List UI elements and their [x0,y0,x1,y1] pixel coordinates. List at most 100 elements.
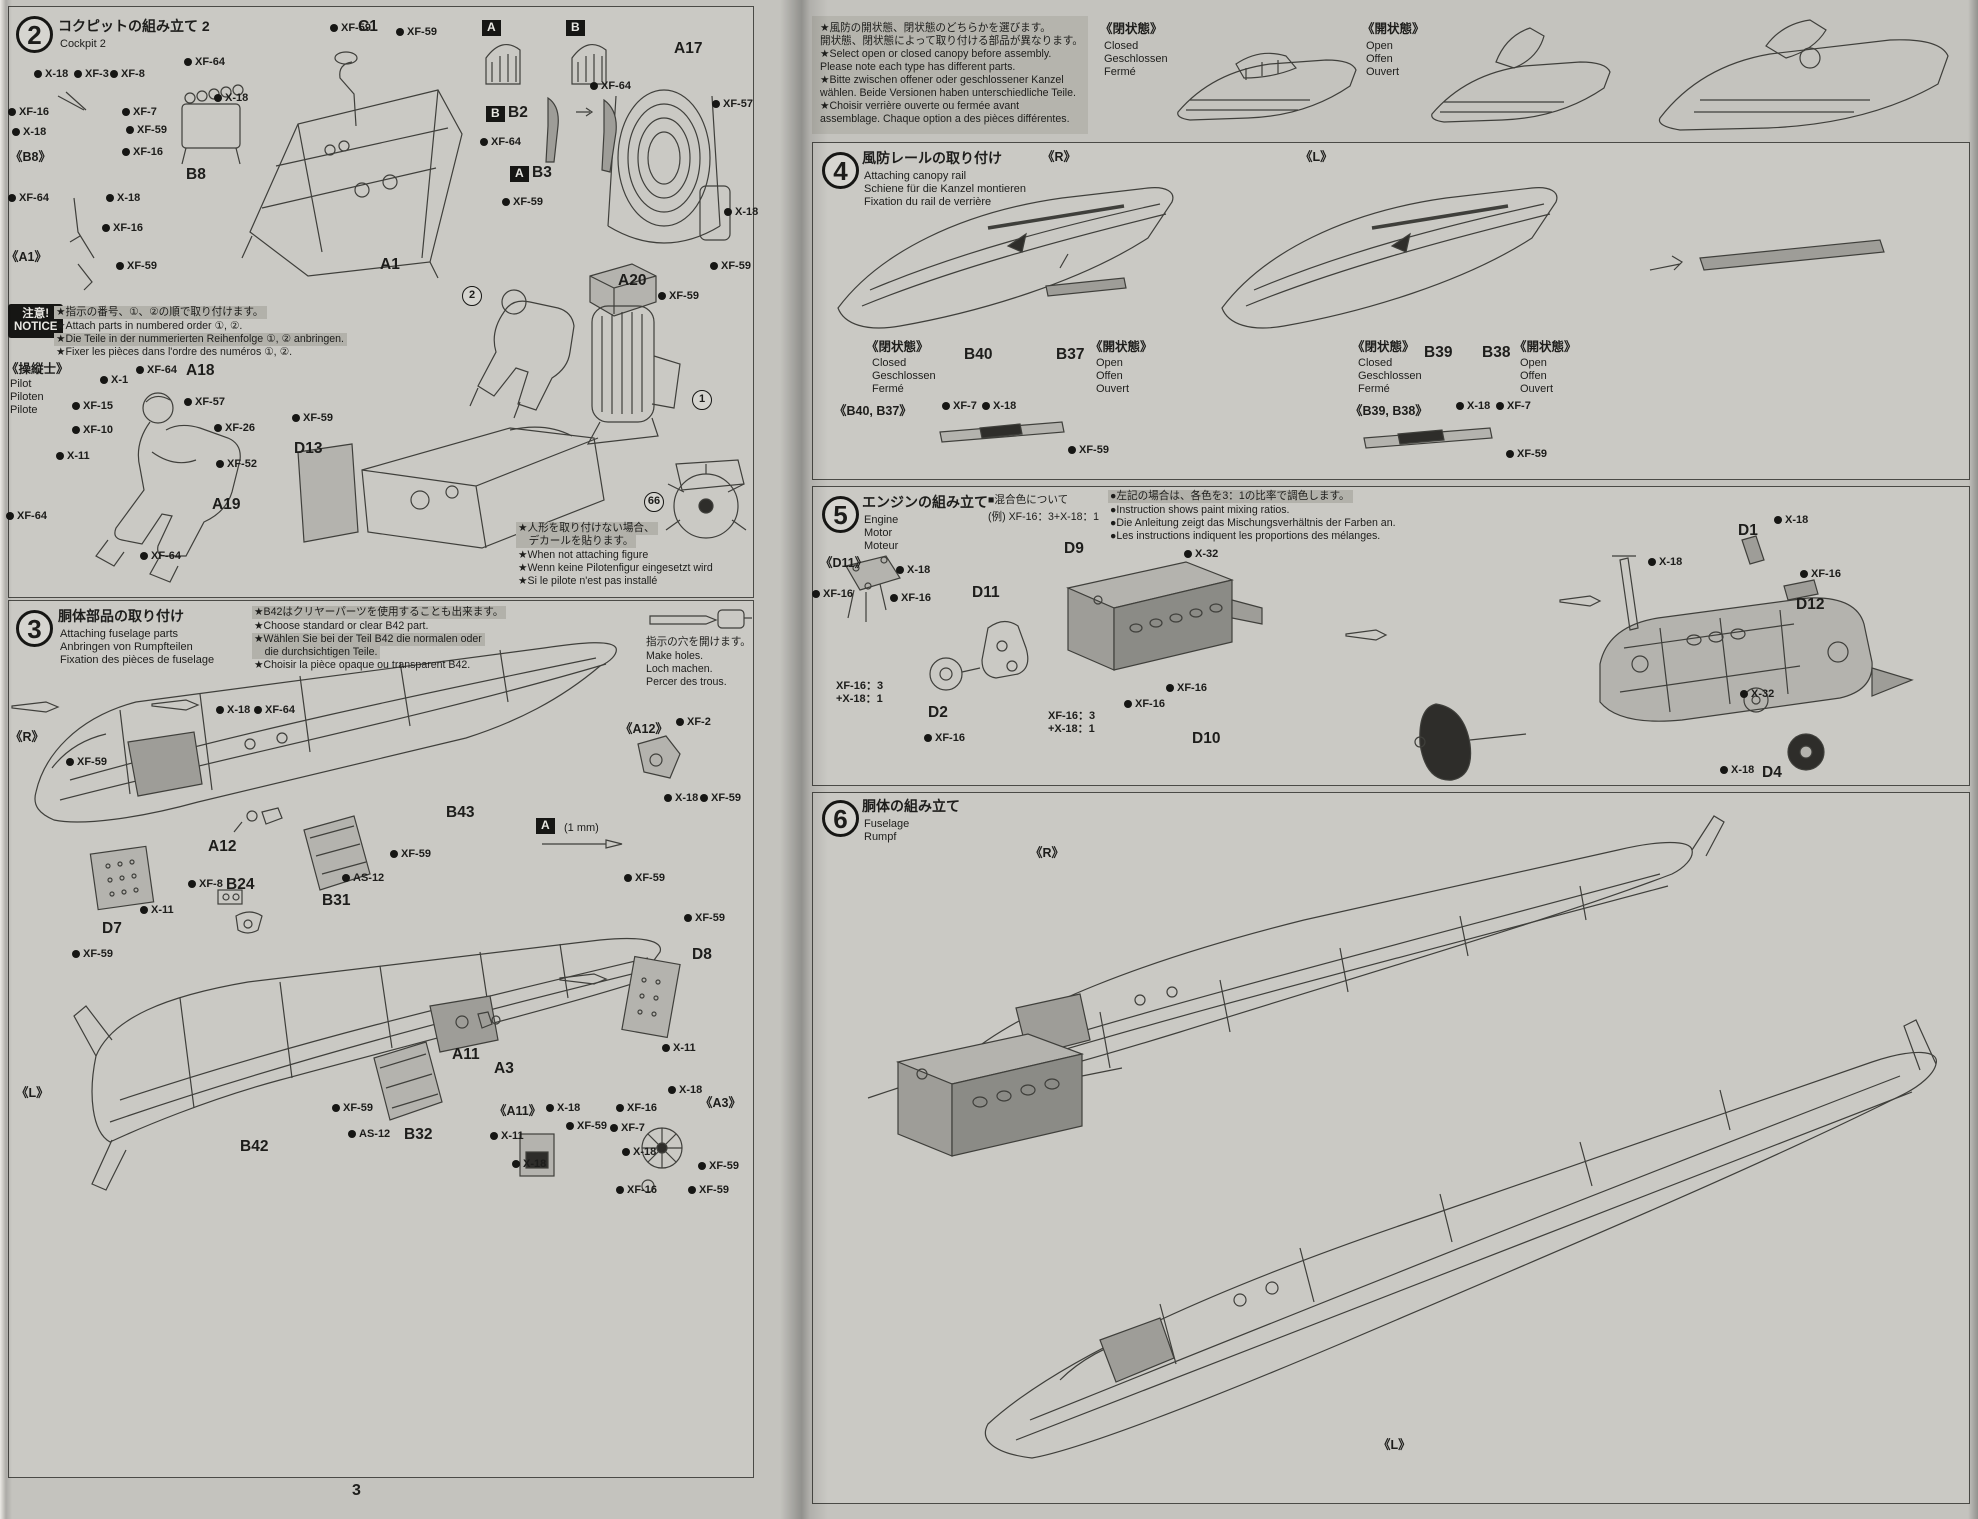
part-number-callout: A1 [380,256,400,273]
part-number-callout: B39 [1424,344,1453,361]
paint-callout: X-11 [56,450,90,463]
note-line: ★Fixer les pièces dans l'ordre des numér… [56,346,293,358]
paint-callout: XF-16 [812,588,853,601]
paint-callout: XF-52 [216,458,257,471]
paint-dot-icon [396,28,404,37]
step-number: 3 [16,610,53,647]
paint-callout: XF-59 [116,260,157,273]
paint-callout: X-18 [668,1084,702,1097]
part-number-callout: D9 [1064,540,1084,557]
part-number-callout: B32 [404,1126,433,1143]
paint-dot-icon [72,426,80,435]
paint-callout: X-18 [106,192,140,205]
paint-dot-icon [122,148,130,157]
paint-callout: XF-64 [480,136,521,149]
paint-callout: AS-12 [348,1128,390,1141]
part-number-callout: B40 [964,346,993,363]
paint-dot-icon [1720,766,1728,775]
assembly-order-number: 1 [692,390,712,410]
part-number-callout: D10 [1192,730,1221,747]
part-number-callout: D2 [928,704,948,721]
note-line: die durchsichtigen Teile. [252,646,381,660]
paint-callout: X-18 [1648,556,1682,569]
part-number-callout: B43 [446,804,475,821]
caption-line: Fermé [1358,383,1390,395]
note-line: デカールを貼ります。 [516,535,637,549]
caption-line: Rumpf [864,831,897,843]
paint-dot-icon [184,58,192,67]
reference-callout: 《D11》 [820,556,868,570]
paint-dot-icon [616,1186,624,1195]
paint-dot-icon [110,70,118,79]
paint-dot-icon [72,402,80,411]
paint-callout: X-11 [662,1042,696,1055]
paint-dot-icon [624,874,632,883]
paint-callout: X-11 [490,1130,524,1143]
note-line: ★Die Teile in der nummerierten Reihenfol… [54,333,347,347]
paint-callout: XF-59 [688,1184,729,1197]
note-line: Make holes. [646,650,704,662]
paint-dot-icon [1774,516,1782,525]
paint-callout: XF-64 [254,704,295,717]
part-number-callout: D13 [294,440,323,457]
paint-dot-icon [1456,402,1464,411]
paint-dot-icon [1648,558,1656,567]
note-line: ★Choose standard or clear B42 part. [254,620,429,632]
panel-b32-illustration [373,1041,443,1121]
paint-callout: XF-16 [1800,568,1841,581]
paint-callout: XF-59 [684,912,725,925]
paint-callout: XF-8 [110,68,145,81]
note-line: ★Choisir verrière ouverte ou fermée avan… [820,100,1020,112]
ref-a12-part-illustration [637,735,681,779]
caption-line: Closed [1104,40,1139,52]
part-number-callout: B37 [1056,346,1085,363]
note-line: ★Wenn keine Pilotenfigur eingesetzt wird [518,562,713,574]
caption-line: Closed [872,357,907,369]
part-number-callout: B24 [226,876,255,893]
paint-dot-icon [698,1162,706,1171]
version-letter-box: B [486,106,505,122]
paint-callout: XF-16 [122,146,163,159]
paint-dot-icon [214,94,222,103]
paint-dot-icon [140,906,148,915]
reference-callout: 《A12》 [620,722,668,736]
part-number-callout: A18 [186,362,215,379]
reference-callout: 《開状態》 [1362,22,1425,36]
part-number-callout: B2 [508,104,528,121]
part-b24-illustration [217,889,263,934]
paint-dot-icon [480,138,488,147]
paint-callout: XF-59 [72,948,113,961]
paint-dot-icon [1124,700,1132,709]
paint-dot-icon [662,1044,670,1053]
paint-dot-icon [330,24,338,33]
paint-dot-icon [72,950,80,959]
reference-callout: 《開状態》 [1514,340,1577,354]
open-canopy-illustration [1431,27,1611,123]
caption-line: Ouvert [1096,383,1130,395]
caption-line: Fixation des pièces de fuselage [60,654,215,666]
paint-callout: XF-3 [74,68,109,81]
engine-installed-illustration [867,1033,1123,1157]
paint-callout: XF-59 [396,26,437,39]
caption-line: Offen [1096,370,1123,382]
paint-callout: X-18 [214,92,248,105]
canopy-rail-left-fuselage-illustration [1221,187,1885,329]
note-line: ★風防の開状態、閉状態のどちらかを選びます。 [820,22,1051,34]
seated-pilot-illustration [469,289,575,419]
paint-dot-icon [890,594,898,603]
note-line: ●左記の場合は、各色を3：1の比率で調色します。 [1108,490,1353,504]
paint-dot-icon [502,198,510,207]
caption-line: Piloten [10,391,44,403]
caption-line: Fermé [872,383,904,395]
fuselage-left-half-illustration [11,701,661,1191]
paint-dot-icon [924,734,932,743]
caption-line: Attaching canopy rail [864,170,967,182]
paint-dot-icon [710,262,718,271]
ref-a3-fan-illustration [641,1127,683,1193]
notice-badge: 注意! NOTICE [8,304,64,339]
paint-callout: XF-10 [72,424,113,437]
paint-dot-icon [126,126,134,135]
note-line: ★Wählen Sie bei der Teil B42 die normale… [252,633,485,647]
paint-callout: XF-7 [122,106,157,119]
